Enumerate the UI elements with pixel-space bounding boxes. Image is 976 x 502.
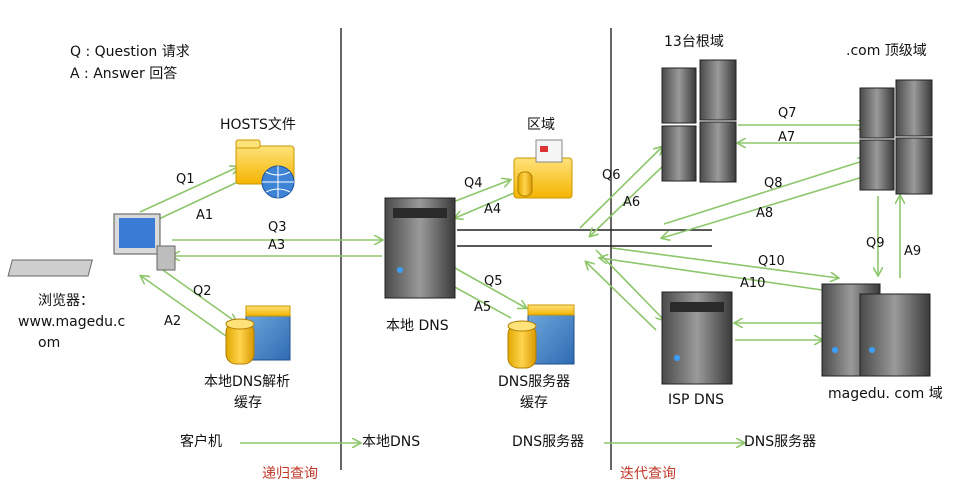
local-cache-label-1: 本地DNS解析 [204,374,291,390]
arrow-a1 [146,179,243,225]
label-a4: A4 [484,202,502,217]
dns-cache-label-2: 缓存 [520,395,548,411]
label-a6: A6 [623,195,641,210]
legend-answer: A : Answer 回答 [70,66,178,82]
label-q2: Q2 [193,284,212,299]
dns-cache-label-1: DNS服务器 [498,374,571,390]
computer-icon [7,213,176,277]
root-label: 13台根域 [664,34,724,50]
arrow-q6 [579,147,662,229]
label-q10: Q10 [758,254,785,269]
iterative-query-label: 迭代查询 [620,466,676,482]
legend-local-dns: 本地DNS [362,434,421,450]
arrow-local-to-isp [595,249,664,320]
arrow-a4 [455,192,515,218]
label-a2: A2 [164,314,182,329]
legend-question: Q : Question 请求 [70,44,190,60]
arrow-q2 [159,267,236,322]
label-a9: A9 [904,244,922,259]
label-a10: A10 [740,276,766,291]
local-cache-label-2: 缓存 [234,395,262,411]
zone-label: 区域 [527,117,555,133]
isp-dns-label: ISP DNS [668,392,725,408]
arrow-q10 [611,247,838,278]
hosts-file-icon [235,139,295,199]
server-icon [384,59,933,385]
label-a1: A1 [196,208,214,223]
dns-cache-icon [507,304,575,369]
label-q4: Q4 [464,176,483,191]
browser-label-1: 浏览器： [38,293,94,309]
label-q7: Q7 [778,106,797,121]
browser-label-2: www.magedu.c [18,314,126,330]
magedu-label: magedu. com 域 [828,386,943,402]
arrow-q8 [663,160,866,225]
label-q3: Q3 [268,220,287,235]
label-a5: A5 [474,300,492,315]
arrow-q5 [454,267,526,308]
label-q8: Q8 [764,176,783,191]
legend-dns-server-right: DNS服务器 [744,434,817,450]
legend-dns-server-left: DNS服务器 [512,434,585,450]
label-q9: Q9 [866,236,885,251]
recursive-query-label: 递归查询 [262,466,318,482]
local-cache-icon [225,305,291,365]
label-q1: Q1 [176,172,195,187]
arrow-a8 [662,175,867,238]
arrow-a10 [600,258,837,293]
label-q6: Q6 [602,168,621,183]
arrow-isp-to-local [586,262,657,331]
label-a7: A7 [778,130,796,145]
browser-label-3: om [38,335,61,351]
hosts-label: HOSTS文件 [220,117,296,133]
tld-label: .com 顶级域 [846,43,927,59]
label-a8: A8 [756,206,774,221]
arrow-a2 [141,276,227,337]
legend-client: 客户机 [180,434,222,450]
arrow-q1 [139,167,238,213]
label-a3: A3 [268,238,286,253]
zone-folder-icon [513,139,573,199]
arrow-a6 [590,164,665,236]
local-dns-label: 本地 DNS [386,318,449,334]
label-q5: Q5 [484,274,503,289]
